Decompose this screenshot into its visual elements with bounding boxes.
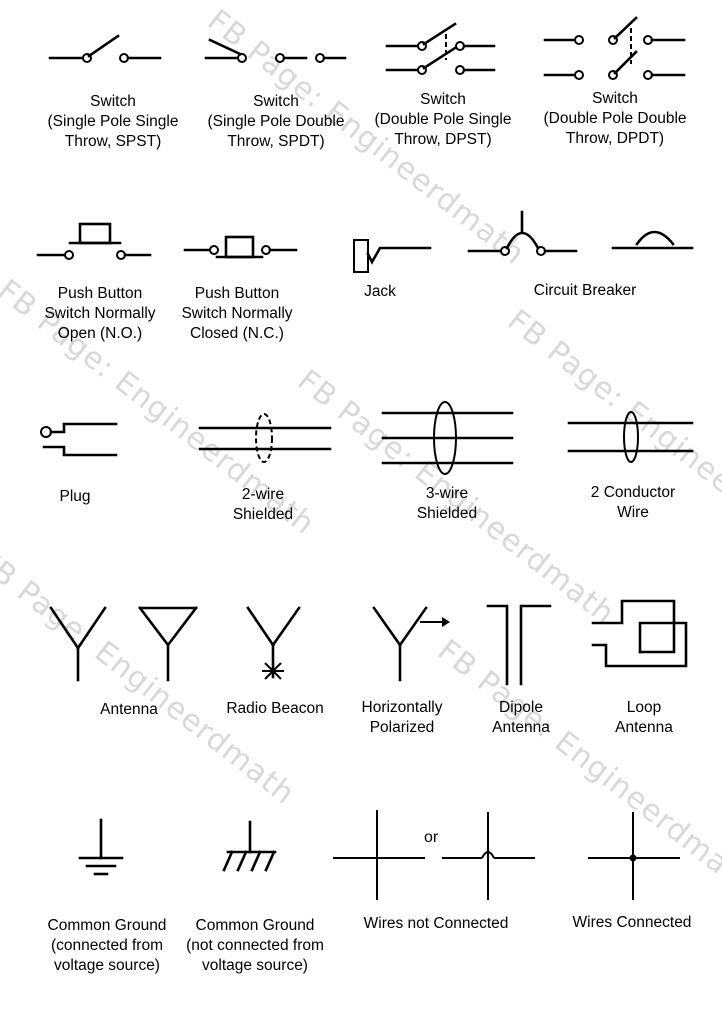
caption-antenna: Antenna — [100, 701, 158, 718]
caption-plug: Plug — [59, 488, 91, 505]
caption-three-wire-shielded: 3-wire Shielded — [416, 485, 478, 522]
push-button-no-symbol — [36, 222, 152, 260]
caption-wires-not-connected: Wires not Connected — [363, 915, 509, 932]
horizontally-polarized-symbol — [372, 606, 450, 682]
jack-symbol — [353, 239, 432, 273]
antenna-symbol — [49, 606, 198, 682]
dpdt-switch-symbol — [543, 16, 686, 80]
caption-common-ground-connected: Common Ground (connected from voltage so… — [47, 917, 167, 974]
common-ground-connected-symbol — [78, 818, 124, 876]
caption-spst: Switch (Single Pole Single Throw, SPST) — [47, 93, 179, 150]
spst-switch-symbol — [48, 34, 162, 63]
caption-dpst: Switch (Double Pole Single Throw, DPST) — [374, 91, 512, 148]
caption-horizontally-polarized: Horizontally Polarized — [361, 699, 443, 736]
circuit-breaker-symbol — [467, 210, 694, 256]
caption-two-wire-shielded: 2-wire Shielded — [232, 486, 294, 523]
spdt-switch-symbol — [204, 38, 347, 63]
common-ground-chassis-symbol — [222, 820, 277, 872]
loop-antenna-symbol — [591, 599, 688, 668]
caption-circuit-breaker: Circuit Breaker — [533, 282, 637, 299]
caption-loop-antenna: Loop Antenna — [615, 699, 673, 736]
two-wire-shielded-symbol — [198, 413, 332, 463]
caption-dpdt: Switch (Double Pole Double Throw, DPDT) — [543, 90, 687, 147]
caption-jack: Jack — [364, 283, 396, 300]
radio-beacon-symbol — [246, 606, 301, 680]
or-label: or — [424, 829, 439, 846]
caption-radio-beacon: Radio Beacon — [226, 700, 324, 717]
caption-wires-connected: Wires Connected — [572, 914, 692, 931]
caption-common-ground-not-connected: Common Ground (not connected from voltag… — [186, 917, 324, 974]
two-conductor-wire-symbol — [567, 411, 694, 463]
wires-connected-symbol — [588, 812, 680, 900]
dpst-switch-symbol — [385, 22, 496, 75]
wires-not-connected-symbol — [333, 810, 535, 900]
caption-push-button-no: Push Button Switch Normally Open (N.O.) — [44, 285, 156, 342]
push-button-nc-symbol — [183, 235, 298, 259]
dipole-antenna-symbol — [486, 604, 552, 686]
three-wire-shielded-symbol — [381, 401, 514, 475]
caption-push-button-nc: Push Button Switch Normally Closed (N.C.… — [181, 285, 293, 342]
plug-symbol — [40, 422, 118, 457]
caption-spdt: Switch (Single Pole Double Throw, SPDT) — [207, 93, 345, 150]
caption-two-conductor-wire: 2 Conductor Wire — [590, 484, 676, 521]
caption-dipole-antenna: Dipole Antenna — [492, 699, 550, 736]
